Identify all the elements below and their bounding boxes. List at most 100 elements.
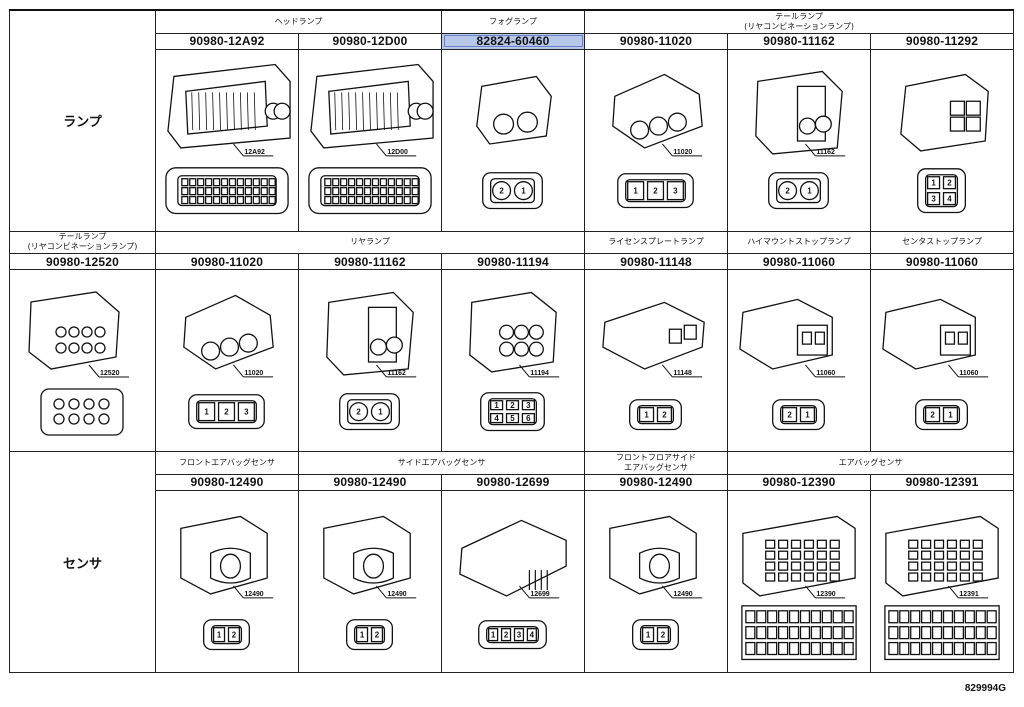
svg-text:2: 2 <box>499 187 504 196</box>
part-number[interactable]: 90980-12390 <box>727 473 872 492</box>
svg-text:1: 1 <box>360 630 365 639</box>
connector-body <box>476 75 552 145</box>
part-number[interactable]: 90980-12A92 <box>155 32 299 50</box>
part-number[interactable]: 90980-11060 <box>727 253 872 271</box>
row-label-taillamp: テールランプ(リヤコンビネーションランプ) <box>9 230 156 255</box>
part-number[interactable]: 90980-12D00 <box>297 32 443 50</box>
pin-face <box>884 604 1000 660</box>
part-number[interactable]: 90980-11148 <box>584 253 729 271</box>
part-number[interactable]: 90980-12699 <box>441 473 586 492</box>
connector-catalog-sheet: ランプ ヘッドランプ フォグランプ テールランプ(リヤコンビネーションランプ) … <box>9 8 1015 673</box>
connector-body <box>900 73 989 152</box>
svg-text:4: 4 <box>494 414 499 423</box>
pin-face <box>40 388 124 436</box>
part-number[interactable]: 90980-12490 <box>297 473 443 492</box>
connector-illustration: 12D00 <box>308 64 434 215</box>
part-number[interactable]: 90980-12490 <box>155 473 299 492</box>
connector-illustration: 12520 <box>28 291 129 436</box>
part-number[interactable]: 90980-11162 <box>297 253 443 271</box>
row-label-lamp: ランプ <box>9 8 156 232</box>
connector-illustration: 12A92 <box>165 64 291 215</box>
svg-text:11060: 11060 <box>959 370 978 377</box>
connector-drawing: 12520 <box>9 269 156 453</box>
svg-text:12490: 12490 <box>387 590 406 597</box>
part-number[interactable]: 90980-11162 <box>727 32 872 50</box>
callout-label: 11162 <box>376 364 417 378</box>
callout-label: 12390 <box>805 585 846 598</box>
connector-body <box>755 71 843 155</box>
svg-text:1: 1 <box>217 630 222 639</box>
svg-text:2: 2 <box>653 187 658 196</box>
part-number[interactable]: 90980-11020 <box>584 32 729 50</box>
svg-text:2: 2 <box>661 630 666 639</box>
callout-label: 12490 <box>376 585 417 598</box>
part-number-highlighted[interactable]: 82824-60460 <box>441 32 586 50</box>
svg-text:3: 3 <box>931 195 936 204</box>
connector-table: ランプ ヘッドランプ フォグランプ テールランプ(リヤコンビネーションランプ) … <box>9 8 1015 673</box>
connector-body <box>323 515 411 595</box>
svg-text:1: 1 <box>948 410 953 419</box>
group-header-license-lamp: ライセンスプレートランプ <box>584 230 729 255</box>
callout-label: 12699 <box>519 585 560 598</box>
connector-body <box>180 515 268 595</box>
group-header-high-mount-lamp: ハイマウントストップランプ <box>727 230 872 255</box>
part-number[interactable]: 90980-11020 <box>155 253 299 271</box>
callout-label: 12490 <box>662 585 703 598</box>
group-header-side-airbag-sensor: サイドエアバッグセンサ <box>297 451 586 475</box>
group-header-center-stop-lamp: センタストップランプ <box>870 230 1015 255</box>
part-number[interactable]: 90980-12391 <box>870 473 1015 492</box>
pin-face <box>741 604 857 660</box>
connector-body <box>310 64 434 149</box>
group-header-taillamp: テールランプ(リヤコンビネーションランプ) <box>584 8 1015 34</box>
callout-label: 11020 <box>662 143 703 157</box>
part-number[interactable]: 90980-11060 <box>870 253 1015 271</box>
svg-text:4: 4 <box>530 630 535 639</box>
group-header-front-floor-side-airbag-sensor: フロントフロアサイドエアバッグセンサ <box>584 451 729 475</box>
callout-label: 11060 <box>805 364 846 378</box>
svg-text:2: 2 <box>930 410 935 419</box>
connector-body <box>885 515 999 597</box>
svg-text:3: 3 <box>517 630 522 639</box>
connector-body <box>167 64 291 149</box>
part-number[interactable]: 90980-12490 <box>584 473 729 492</box>
part-number[interactable]: 90980-11292 <box>870 32 1015 50</box>
connector-illustration: 12390 <box>741 515 857 660</box>
svg-text:2: 2 <box>787 410 792 419</box>
svg-text:1: 1 <box>931 179 936 188</box>
pin-face <box>165 167 289 215</box>
connector-body <box>183 294 274 370</box>
group-header-rear-lamp: リヤランプ <box>154 230 586 255</box>
svg-text:1: 1 <box>644 410 649 419</box>
svg-text:2: 2 <box>662 410 667 419</box>
part-number[interactable]: 90980-12520 <box>9 253 156 271</box>
connector-body <box>602 301 705 370</box>
svg-text:11148: 11148 <box>673 370 692 377</box>
svg-text:1: 1 <box>633 187 638 196</box>
row-label-sensor: センサ <box>9 451 156 673</box>
svg-text:12490: 12490 <box>673 590 692 597</box>
svg-text:2: 2 <box>947 179 952 188</box>
part-number[interactable]: 90980-11194 <box>441 253 586 271</box>
svg-text:11194: 11194 <box>530 370 549 377</box>
